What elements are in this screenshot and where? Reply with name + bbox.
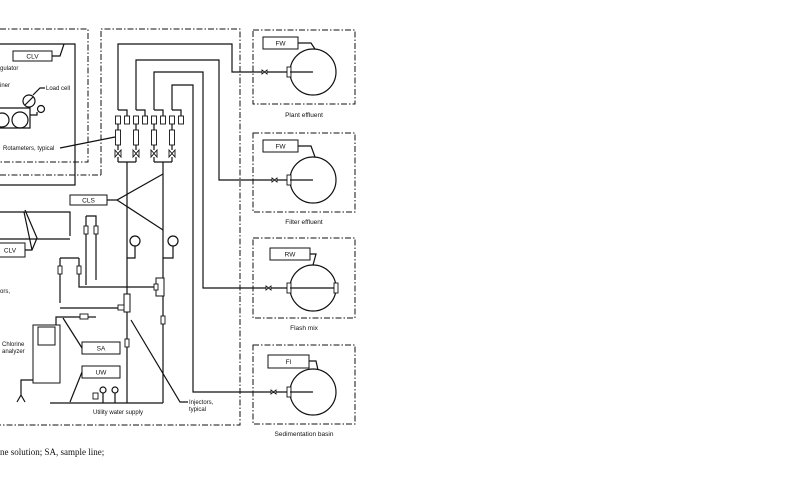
- destination-sedimentation-basin: FI Sedimentation basin: [252, 344, 356, 438]
- svg-text:FW: FW: [275, 41, 286, 48]
- injectors-label-1: Injectors,: [189, 400, 214, 406]
- load-cell-label: Load cell: [46, 86, 70, 92]
- supply-lines: [117, 43, 290, 393]
- utility-water-line: [50, 386, 163, 404]
- destination-plant-effluent: FW Plant effluent: [252, 29, 356, 119]
- svg-text:CLS: CLS: [82, 198, 95, 205]
- chlorine-analyzer: [16, 313, 96, 403]
- chlorinator-enclosure: [0, 28, 241, 426]
- cylinders: [0, 94, 46, 129]
- chlorine-analyzer-label-2: analyzer: [2, 349, 25, 355]
- svg-text:Sedimentation basin: Sedimentation basin: [275, 431, 334, 438]
- svg-text:CLV: CLV: [26, 54, 39, 61]
- sa-box: SA: [62, 317, 121, 355]
- chlorine-analyzer-label-1: Chlorine: [2, 342, 25, 348]
- svg-text:Plant effluent: Plant effluent: [285, 112, 323, 119]
- clv-left-box: CLV: [0, 209, 38, 258]
- svg-text:UW: UW: [96, 370, 108, 377]
- svg-text:CLV: CLV: [4, 248, 17, 255]
- regulator-label: gulator: [0, 66, 18, 72]
- partial-left-label: ors,: [0, 289, 10, 295]
- injector-piping: [0, 211, 179, 348]
- destination-flash-mix: RW Flash mix: [252, 237, 356, 332]
- cls-box: CLS: [69, 173, 164, 231]
- svg-text:FW: FW: [275, 144, 286, 151]
- clv-top-box: CLV: [12, 43, 65, 62]
- uw-box: UW: [69, 365, 121, 403]
- rotameter-stations: [114, 109, 184, 403]
- svg-text:Flash mix: Flash mix: [290, 325, 319, 332]
- injectors-label-2: typical: [189, 407, 206, 413]
- container-label: iner: [0, 83, 10, 89]
- rotameters-label: Rotameters, typical: [3, 146, 54, 152]
- utility-water-supply-label: Utility water supply: [93, 410, 143, 416]
- svg-text:Filter effluent: Filter effluent: [285, 219, 323, 226]
- svg-text:FI: FI: [286, 359, 292, 366]
- svg-text:RW: RW: [285, 252, 297, 259]
- svg-text:SA: SA: [97, 346, 106, 353]
- figure-caption: ne solution; SA, sample line;: [0, 447, 104, 457]
